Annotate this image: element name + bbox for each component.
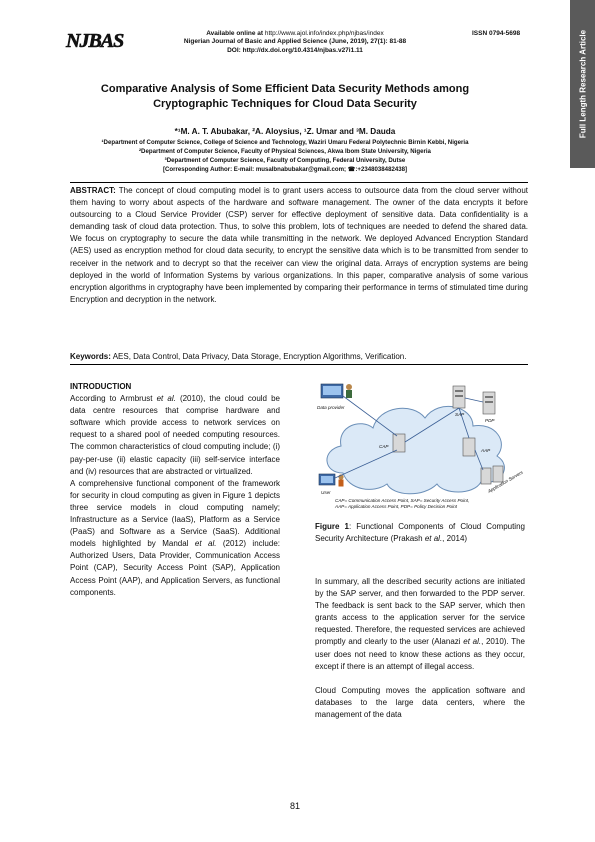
- authors: *¹M. A. T. Abubakar, ²A. Aloysius, ¹Z. U…: [174, 127, 396, 136]
- corresponding-author: [Corresponding Author: E-mail: musalbnab…: [162, 166, 408, 173]
- aap-server-icon: [462, 437, 476, 457]
- title-line-2: Cryptographic Techniques for Cloud Data …: [153, 98, 417, 110]
- intro-heading: INTRODUCTION: [70, 382, 132, 391]
- sap-server-icon: [452, 385, 466, 409]
- cloud-shape: [326, 406, 505, 495]
- pdp-server-icon: [482, 391, 496, 415]
- side-tab: Full Length Research Article: [570, 0, 595, 168]
- data-provider-icon: [320, 383, 352, 399]
- abstract-label: ABSTRACT:: [70, 186, 116, 195]
- intro-paragraph-2: A comprehensive functional component of …: [70, 478, 280, 597]
- page-number: 81: [290, 801, 301, 811]
- side-tab-label: Full Length Research Article: [578, 29, 587, 139]
- figure-1-caption: Figure 1: Functional Components of Cloud…: [315, 522, 525, 543]
- header-block: Available online at http://www.ajol.info…: [150, 30, 440, 55]
- label-aap: AAP: [480, 448, 491, 453]
- abstract-top-rule: [70, 182, 528, 183]
- affiliation-1: ¹Department of Computer Science, College…: [101, 139, 469, 146]
- figure-1-label: Figure 1: [315, 522, 349, 531]
- cloud-computing-paragraph: Cloud Computing moves the application so…: [315, 685, 525, 719]
- label-data-provider: Data provider: [317, 405, 345, 410]
- summary-paragraph: In summary, all the described security a…: [315, 577, 525, 671]
- issn: ISSN 0794-5698: [472, 30, 521, 37]
- label-cap: CAP: [379, 444, 389, 449]
- abstract: ABSTRACT: The concept of cloud computing…: [70, 185, 528, 306]
- paper-title: Comparative Analysis of Some Efficient D…: [60, 82, 510, 112]
- header-url-link[interactable]: http://www.ajol.info/index.php/njbas/ind…: [264, 30, 384, 37]
- right-column: In summary, all the described security a…: [315, 576, 525, 721]
- keywords-text: AES, Data Control, Data Privacy, Data St…: [112, 352, 407, 361]
- journal-logo: NJBAS: [66, 30, 125, 53]
- affiliation-2: ²Department of Computer Science, Faculty…: [139, 148, 431, 155]
- abstract-text: The concept of cloud computing model is …: [70, 186, 528, 304]
- connection-lines: [334, 395, 484, 479]
- intro-paragraph-1: According to Armbrust et al. (2010), the…: [70, 394, 281, 476]
- figure-1-diagram: Data provider User SAP PDP CAP AAP Appli…: [317, 383, 523, 509]
- cap-server-icon: [392, 433, 406, 453]
- header-line1: Available online at http://www.ajol.info…: [150, 30, 440, 38]
- affiliation-3: ³Department of Computer Science, Faculty…: [164, 157, 406, 164]
- label-user: User: [321, 490, 331, 495]
- title-line-1: Comparative Analysis of Some Efficient D…: [100, 83, 470, 95]
- keywords-label: Keywords:: [70, 352, 111, 361]
- label-sap: SAP: [455, 412, 465, 417]
- application-servers-icon: [480, 465, 504, 485]
- journal-citation: Nigerian Journal of Basic and Applied Sc…: [183, 38, 407, 46]
- header-available-online: Available online at: [206, 30, 264, 37]
- left-column: INTRODUCTION According to Armbrust et al…: [70, 381, 280, 599]
- keywords: Keywords: AES, Data Control, Data Privac…: [70, 351, 528, 362]
- label-pdp: PDP: [485, 418, 495, 423]
- figure-legend-2: AAP= Application Access Point, PDP= Poli…: [334, 504, 458, 509]
- doi-link[interactable]: DOI: http://dx.doi.org/10.4314/njbas.v27…: [227, 46, 363, 54]
- figure-legend-1: CAP= Communication Access Point, SAP= Se…: [335, 498, 469, 503]
- abstract-bottom-rule: [70, 364, 528, 365]
